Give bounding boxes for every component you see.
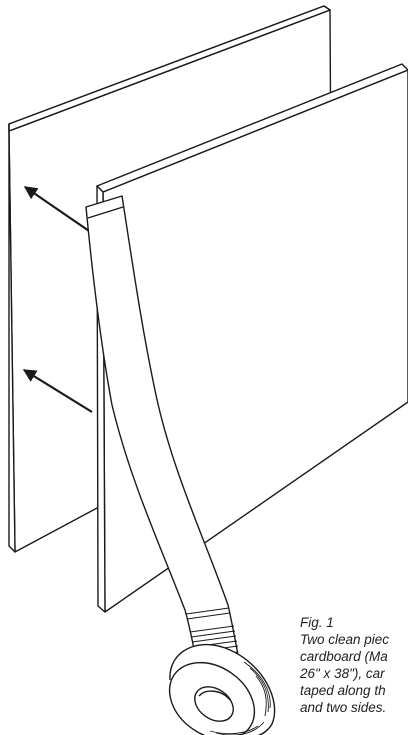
caption-line-5: and two sides. bbox=[300, 700, 387, 715]
caption-line-1: Two clean piec bbox=[300, 632, 390, 647]
arrows bbox=[22, 186, 93, 413]
tape-roll-icon bbox=[168, 643, 276, 735]
arrow-upper-icon bbox=[23, 186, 93, 234]
caption-line-4: taped along th bbox=[300, 683, 386, 698]
figure-label: Fig. 1 bbox=[300, 615, 334, 630]
arrow-lower-icon bbox=[22, 369, 93, 413]
roll-shading bbox=[209, 661, 271, 735]
back-board-edge bbox=[8, 5, 331, 553]
figure-caption: Fig. 1 Two clean piec cardboard (Ma 26" … bbox=[300, 614, 408, 716]
caption-line-3: 26" x 38"), car bbox=[300, 666, 385, 681]
caption-line-2: cardboard (Ma bbox=[300, 649, 388, 664]
